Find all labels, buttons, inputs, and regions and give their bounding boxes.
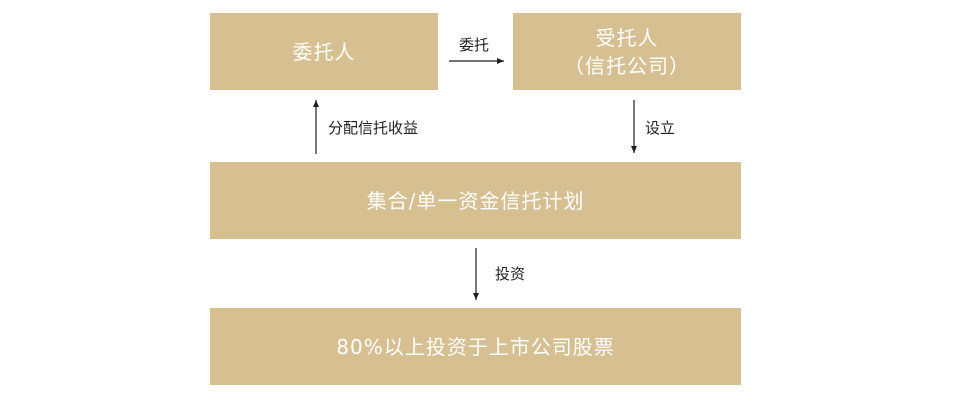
invest-label: 投资 — [495, 265, 526, 283]
distribute-income-label: 分配信托收益 — [328, 119, 419, 137]
investment-box: 80%以上投资于上市公司股票 — [210, 308, 741, 385]
trust-plan-label: 集合/单一资金信托计划 — [366, 188, 585, 213]
establish-label: 设立 — [645, 119, 676, 137]
trustor-box: 委托人 — [210, 13, 438, 90]
trustee-label: 受托人 — [595, 25, 659, 50]
trustee-box: 受托人 （信托公司） — [513, 13, 741, 90]
trustee-sublabel: （信托公司） — [564, 53, 690, 78]
investment-label: 80%以上投资于上市公司股票 — [336, 334, 615, 359]
trust-plan-box: 集合/单一资金信托计划 — [210, 162, 741, 239]
trustor-label: 委托人 — [292, 39, 356, 64]
entrust-label: 委托 — [459, 36, 490, 54]
